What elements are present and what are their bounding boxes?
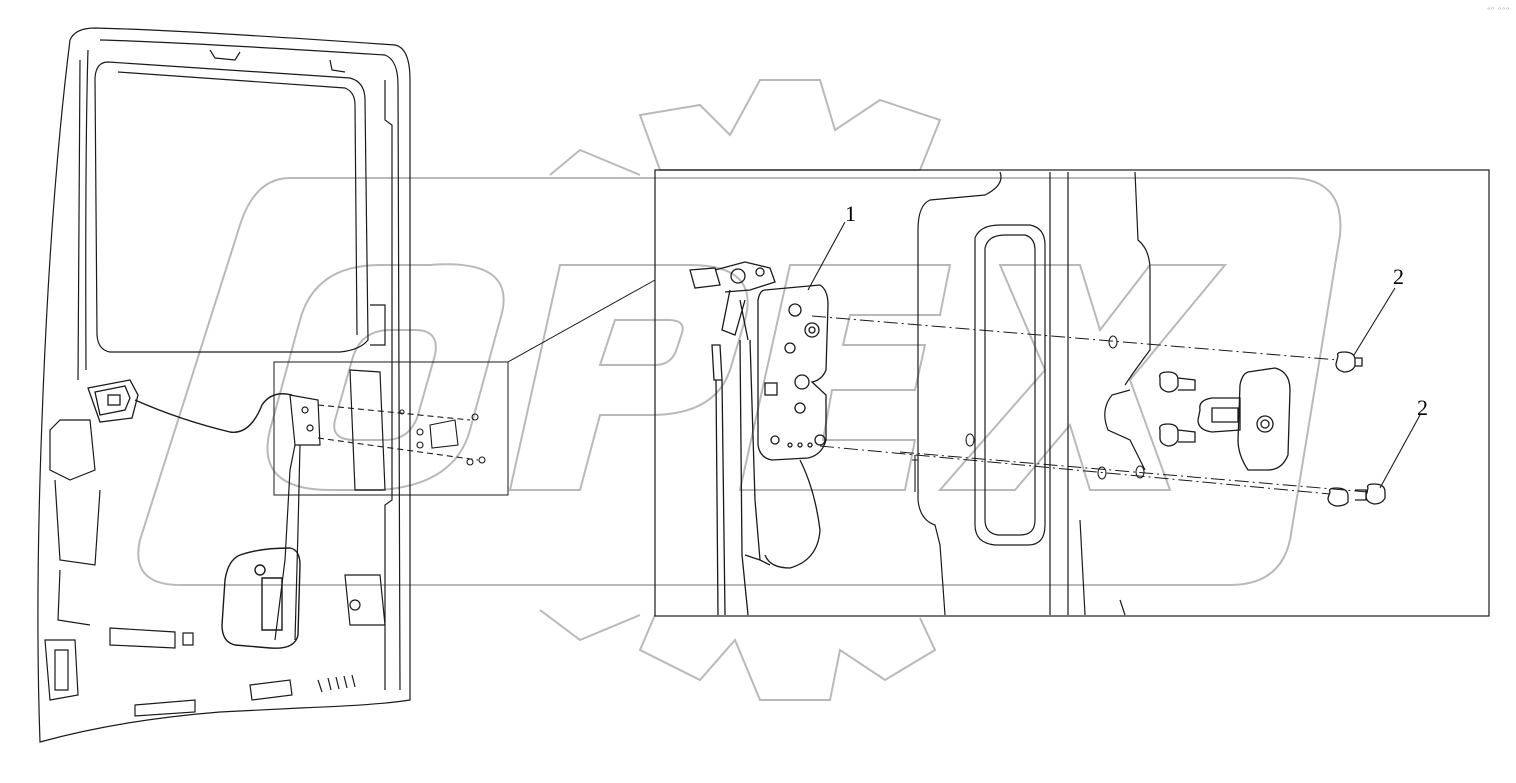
pillar-holes: [912, 335, 1145, 492]
door-outer-shell: [37, 27, 411, 743]
latch-small: [274, 394, 321, 641]
body-pillar: [917, 171, 1151, 616]
callout-1: 1: [845, 201, 856, 226]
alignment-lines: [811, 315, 1369, 495]
watermark-letter-x: [937, 264, 1228, 491]
watermark-frame: [137, 177, 1342, 586]
door-latch: [689, 261, 829, 616]
watermark-letter-p: [508, 264, 749, 491]
door-panel: [37, 27, 411, 743]
watermark-gear: [638, 79, 942, 171]
outside-handle: [221, 547, 301, 649]
striker-small: [317, 404, 486, 466]
latch-cable: [134, 393, 293, 433]
callout-leaders: [807, 221, 1421, 489]
detail-box-enlarged: [654, 169, 1490, 617]
striker-assembly: [1159, 351, 1386, 507]
window-opening: [94, 61, 369, 353]
callout-2-lower: 2: [1417, 395, 1428, 420]
watermark-letter-o: [266, 263, 505, 491]
watermark-letter-e: [738, 264, 952, 491]
zoom-leader-top: [507, 279, 656, 363]
inside-handle: [87, 379, 139, 423]
watermark-logo: [137, 79, 1342, 701]
zoom-leader-bottom: [508, 495, 655, 615]
callout-2-upper: 2: [1393, 264, 1404, 289]
detail-box-small: [273, 361, 509, 496]
corner-mark: ᵊ⁰ ᵒᵒᵒ: [1487, 6, 1510, 14]
